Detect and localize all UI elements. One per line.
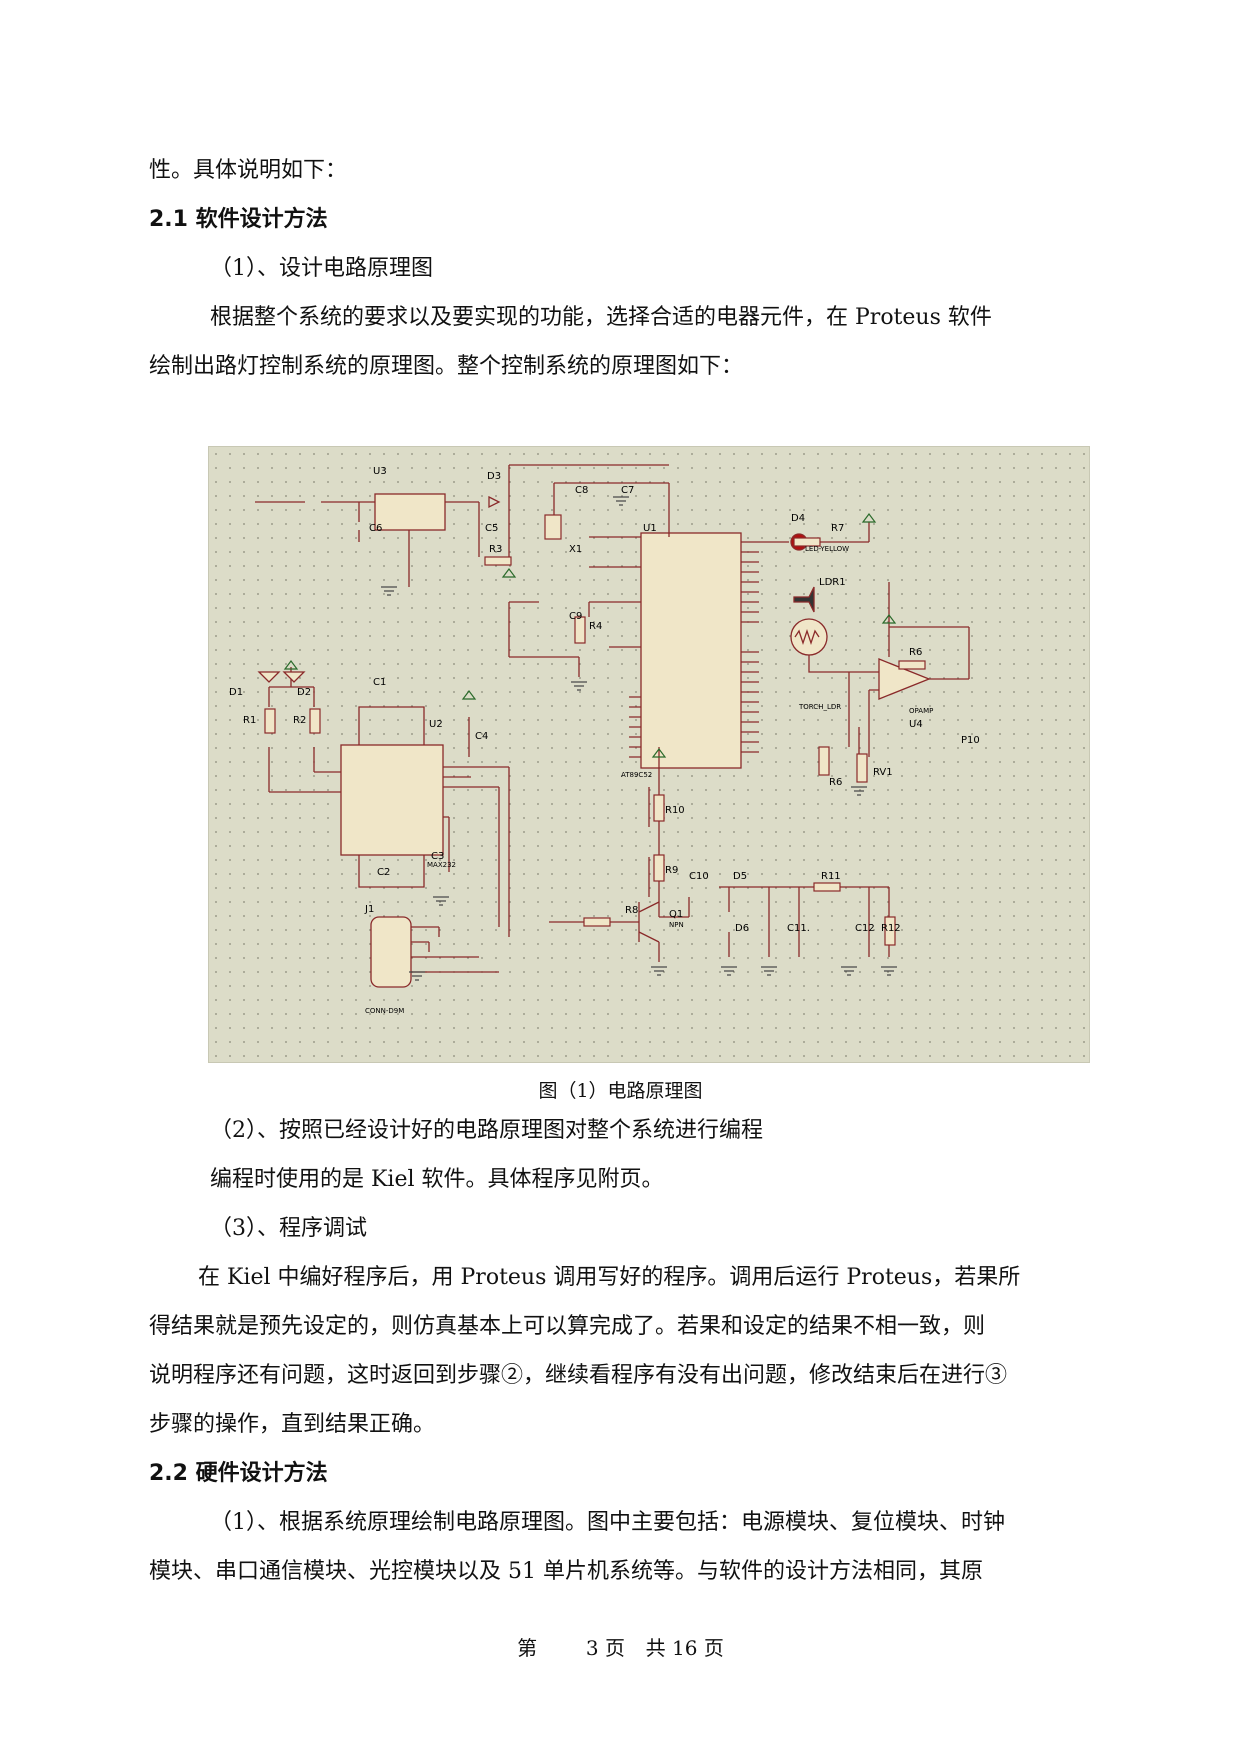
- label-u3: U3: [373, 466, 387, 477]
- label-r3: R3: [489, 544, 502, 555]
- label-r9: R9: [665, 865, 678, 876]
- label-c3: C3: [431, 851, 444, 862]
- label-at89: AT89C52: [621, 771, 652, 779]
- label-ldr1: LDR1: [819, 577, 846, 588]
- label-ldr-part: TORCH_LDR: [798, 703, 841, 711]
- text-line: 说明程序还有问题，这时返回到步骤②，继续看程序有没有出问题，修改结束后在进行③: [149, 1363, 1008, 1388]
- label-d1: D1: [229, 687, 243, 698]
- label-c7: C7: [621, 485, 634, 496]
- footer-total-number: 16: [672, 1636, 698, 1660]
- label-d4: D4: [791, 513, 805, 524]
- label-u1: U1: [643, 523, 657, 534]
- figure-caption: 图（1）电路原理图: [538, 1080, 703, 1102]
- label-npn: NPN: [669, 921, 684, 929]
- label-led-yellow: LED-YELLOW: [805, 545, 849, 553]
- label-rv1: RV1: [873, 767, 893, 778]
- label-u4: U4: [909, 719, 923, 730]
- subsection-title: （2）、按照已经设计好的电路原理图对整个系统进行编程: [210, 1118, 763, 1143]
- label-r2: R2: [293, 715, 306, 726]
- label-j1: J1: [364, 904, 374, 915]
- text-line: （1）、根据系统原理绘制电路原理图。图中主要包括：电源模块、复位模块、时钟: [210, 1510, 1005, 1535]
- text-line: 根据整个系统的要求以及要实现的功能，选择合适的电器元件，在 Proteus 软件: [210, 305, 992, 330]
- section-heading: 2.2 硬件设计方法: [149, 1461, 328, 1486]
- label-c11: C11.: [787, 923, 810, 934]
- label-d3: D3: [487, 471, 501, 482]
- label-c12: C12: [855, 923, 875, 934]
- text-line: 模块、串口通信模块、光控模块以及 51 单片机系统等。与软件的设计方法相同，其原: [149, 1559, 983, 1584]
- footer-page-number: 3: [585, 1636, 599, 1660]
- label-r12: R12: [881, 923, 901, 934]
- footer-total-word: 共: [645, 1636, 666, 1660]
- label-d5: D5: [733, 871, 747, 882]
- label-r7: R7: [831, 523, 844, 534]
- section-heading: 2.1 软件设计方法: [149, 207, 328, 232]
- label-r8: R8: [625, 905, 638, 916]
- subsection-title: （3）、程序调试: [210, 1216, 367, 1241]
- schematic-svg: U3 D3 C8 C7 U1 D4 R7 C6 C5 R3 X1 LDR1 C9…: [209, 447, 1089, 1062]
- label-r6: R6: [829, 777, 842, 788]
- label-r11: R11: [821, 871, 841, 882]
- footer-page-unit: 页: [604, 1636, 625, 1660]
- u2-max232: [340, 744, 444, 856]
- label-d2: D2: [297, 687, 311, 698]
- label-max232: MAX232: [427, 861, 456, 869]
- label-c1: C1: [373, 677, 386, 688]
- label-c10: C10: [689, 871, 709, 882]
- u1-mcu: [640, 532, 742, 769]
- text-line: 性。具体说明如下：: [149, 158, 348, 183]
- label-c5: C5: [485, 523, 498, 534]
- label-q1: Q1: [669, 909, 683, 920]
- label-c9: C9: [569, 611, 582, 622]
- label-p10: P10: [961, 735, 980, 746]
- label-c2: C2: [377, 867, 390, 878]
- label-r6-top: R6: [909, 647, 922, 658]
- footer-page-word: 第: [517, 1636, 538, 1660]
- label-c8: C8: [575, 485, 588, 496]
- label-r1: R1: [243, 715, 256, 726]
- text-line: 在 Kiel 中编好程序后，用 Proteus 调用写好的程序。调用后运行 Pr…: [198, 1265, 1021, 1290]
- label-u2: U2: [429, 719, 443, 730]
- text-line: 步骤的操作，直到结果正确。: [149, 1412, 436, 1437]
- label-d6: D6: [735, 923, 749, 934]
- page-footer: 第 3 页 共 16 页: [0, 1632, 1241, 1661]
- label-r10: R10: [665, 805, 685, 816]
- u3-regulator: [374, 493, 446, 531]
- text-line: 绘制出路灯控制系统的原理图。整个控制系统的原理图如下：: [149, 354, 744, 379]
- subsection-title: （1）、设计电路原理图: [210, 256, 433, 281]
- footer-total-unit: 页: [703, 1636, 724, 1660]
- label-c6: C6: [369, 523, 382, 534]
- label-op-part: OPAMP: [909, 707, 933, 715]
- text-line: 得结果就是预先设定的，则仿真基本上可以算完成了。若果和设定的结果不相一致，则: [149, 1314, 986, 1339]
- j1-connector: [370, 916, 412, 988]
- label-r4: R4: [589, 621, 602, 632]
- text-line: 编程时使用的是 Kiel 软件。具体程序见附页。: [210, 1167, 664, 1192]
- label-x1: X1: [569, 544, 582, 555]
- label-conn: CONN-D9M: [365, 1007, 404, 1015]
- circuit-schematic-figure: U3 D3 C8 C7 U1 D4 R7 C6 C5 R3 X1 LDR1 C9…: [208, 446, 1090, 1063]
- label-c4: C4: [475, 731, 488, 742]
